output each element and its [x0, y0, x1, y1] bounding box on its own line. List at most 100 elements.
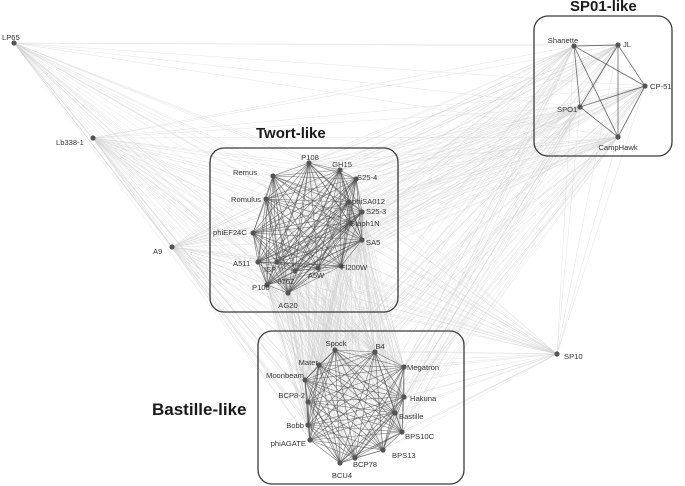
background-edge [92, 137, 267, 200]
background-edge [13, 42, 405, 398]
cluster-edge [309, 431, 403, 441]
background-edge [309, 106, 581, 441]
label-remus: Remus [233, 168, 257, 177]
background-edge [171, 44, 619, 248]
label-ag20: AG20 [278, 301, 297, 310]
cluster-edge [573, 45, 646, 87]
background-edge [13, 42, 581, 108]
cluster-edge [382, 431, 403, 451]
node-ag20 [285, 290, 291, 296]
background-edge [304, 44, 619, 381]
background-edge [556, 136, 619, 355]
background-edge [13, 42, 94, 139]
cluster-edge [334, 349, 405, 398]
background-edge [317, 267, 384, 451]
background-edge [307, 85, 646, 426]
nodes-layer [11, 40, 648, 466]
background-edge [401, 85, 646, 433]
background-edge [13, 42, 376, 353]
background-edge [339, 239, 363, 464]
background-edge [13, 42, 619, 46]
background-edge [13, 42, 558, 355]
cluster-edge [309, 439, 341, 464]
background-edge [171, 246, 558, 355]
cluster-edge [309, 412, 396, 441]
background-edge [374, 85, 646, 353]
cluster-edge [304, 351, 376, 381]
node-megatron [401, 364, 407, 370]
background-edge [340, 136, 619, 267]
background-edge [304, 45, 575, 381]
cluster-edge [276, 162, 310, 263]
label-bastille: Bastille [399, 412, 423, 421]
cluster-edge [257, 211, 363, 263]
background-edge [171, 246, 306, 381]
node-sp10 [554, 351, 560, 357]
background-edge [361, 45, 575, 241]
cluster-edge [354, 431, 403, 459]
background-edge [171, 246, 384, 451]
background-edge [13, 42, 396, 414]
cluster-edge [272, 175, 278, 263]
background-edge [556, 85, 646, 355]
node-lb338-1 [90, 135, 96, 141]
background-edge [339, 136, 619, 464]
background-edge [382, 106, 581, 451]
cluster-edge [317, 211, 363, 269]
background-edge [307, 353, 558, 403]
node-bcu4 [337, 460, 343, 466]
background-edge [403, 353, 558, 368]
background-edge [304, 267, 319, 381]
cluster-edge [294, 222, 351, 272]
cluster-edge [252, 232, 296, 272]
background-edge [272, 85, 646, 177]
cluster-edge [276, 261, 342, 267]
background-edge [13, 42, 336, 351]
background-edge [361, 239, 558, 355]
background-edge [556, 45, 575, 355]
background-edge [307, 178, 357, 403]
background-edge [348, 106, 581, 203]
label-spo1: SPO1 [557, 105, 577, 114]
cluster-edge [304, 379, 396, 414]
background-edge [266, 106, 581, 286]
label-676z: 676Z [277, 277, 295, 286]
background-edge [307, 44, 619, 403]
label-b4: B4 [375, 342, 384, 351]
cluster-edge [307, 424, 384, 451]
cluster-edge [307, 401, 341, 464]
cluster-edge [374, 351, 405, 368]
background-edge [361, 239, 405, 368]
label-phiagate: phiAGATE [271, 439, 306, 448]
label-sp10: SP10 [564, 352, 583, 361]
label-p100: P100 [252, 283, 270, 292]
background-edge [340, 106, 581, 267]
background-edge [13, 42, 405, 368]
cluster-edge [266, 261, 278, 286]
node-sa5 [359, 237, 365, 243]
node-bobb [305, 422, 311, 428]
background-edge [171, 246, 341, 464]
node-bcp78 [352, 455, 358, 461]
cluster-edge [304, 379, 384, 451]
background-edge [354, 136, 619, 459]
background-edge [354, 353, 558, 459]
cluster-edge [276, 169, 341, 263]
cluster-edge [257, 261, 296, 272]
background-edge [266, 284, 309, 426]
cluster-edge [382, 396, 405, 451]
cluster-edge [257, 239, 363, 263]
cluster-edge [308, 162, 363, 213]
cluster-edge [265, 198, 363, 241]
background-edge [171, 246, 311, 441]
cluster-edge [309, 366, 405, 441]
background-edge [171, 232, 254, 248]
cluster-edge [287, 265, 342, 294]
cluster-edge [304, 366, 405, 381]
cluster-edge [252, 232, 319, 269]
background-edge [276, 261, 384, 451]
cluster-edge [579, 106, 619, 138]
node-spo1 [577, 104, 583, 110]
